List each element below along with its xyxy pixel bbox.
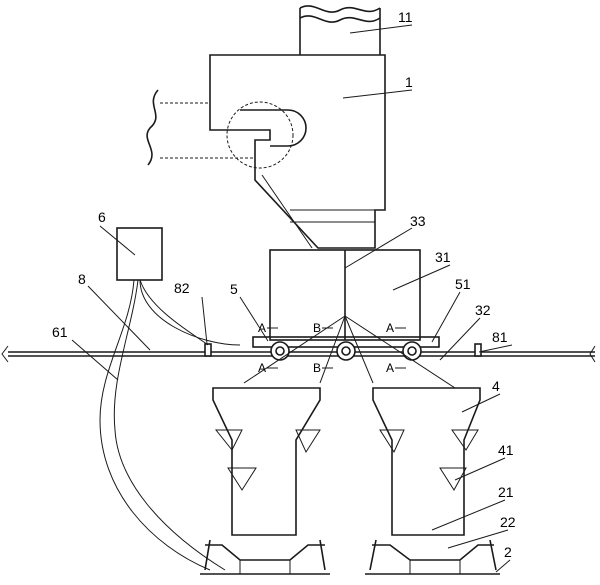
part-labels: 11 1 33 31 6 82 5 51 32 8 81 61 4 41 21 … — [52, 9, 516, 560]
section-mark-a-right-top: A — [386, 321, 394, 335]
feed-pipe — [299, 5, 381, 55]
label-31: 31 — [435, 249, 451, 265]
label-82: 82 — [174, 280, 190, 296]
label-61: 61 — [52, 324, 68, 340]
label-8: 8 — [78, 271, 86, 287]
section-mark-b-bottom: B — [313, 361, 321, 375]
leader-lines — [71, 24, 513, 573]
wheel-left — [270, 341, 290, 361]
hopper-body — [209, 54, 386, 249]
sensor-82 — [204, 343, 212, 357]
wheel-right — [402, 341, 422, 361]
chute-right — [372, 387, 481, 536]
label-11: 11 — [398, 9, 413, 25]
belt-conveyor-left — [200, 539, 330, 575]
controller-cables — [99, 279, 241, 571]
label-5: 5 — [230, 281, 238, 297]
side-conveyor-section — [146, 89, 307, 169]
label-81: 81 — [492, 329, 508, 345]
label-51: 51 — [455, 276, 471, 292]
section-mark-a-left-top: A — [258, 321, 266, 335]
label-21: 21 — [498, 484, 514, 500]
label-1: 1 — [405, 74, 413, 90]
controller-box — [116, 227, 163, 281]
label-22: 22 — [500, 514, 516, 530]
wheel-middle — [336, 341, 356, 361]
distribution-box — [269, 249, 421, 341]
rail-line — [1, 343, 596, 363]
trolley — [252, 336, 440, 361]
label-2: 2 — [504, 544, 512, 560]
label-33: 33 — [410, 213, 426, 229]
section-marks: A B A A B A — [258, 321, 406, 375]
label-6: 6 — [98, 209, 106, 225]
label-4: 4 — [492, 378, 500, 394]
detail-circle — [226, 101, 294, 169]
sensor-81 — [474, 343, 482, 357]
chute-left — [212, 387, 321, 536]
section-mark-b-top: B — [313, 321, 321, 335]
label-32: 32 — [475, 302, 491, 318]
section-mark-a-left-bottom: A — [258, 361, 266, 375]
section-mark-a-right-bottom: A — [386, 361, 394, 375]
label-41: 41 — [498, 442, 514, 458]
chute-guides — [243, 315, 456, 389]
belt-conveyor-right — [365, 539, 500, 575]
